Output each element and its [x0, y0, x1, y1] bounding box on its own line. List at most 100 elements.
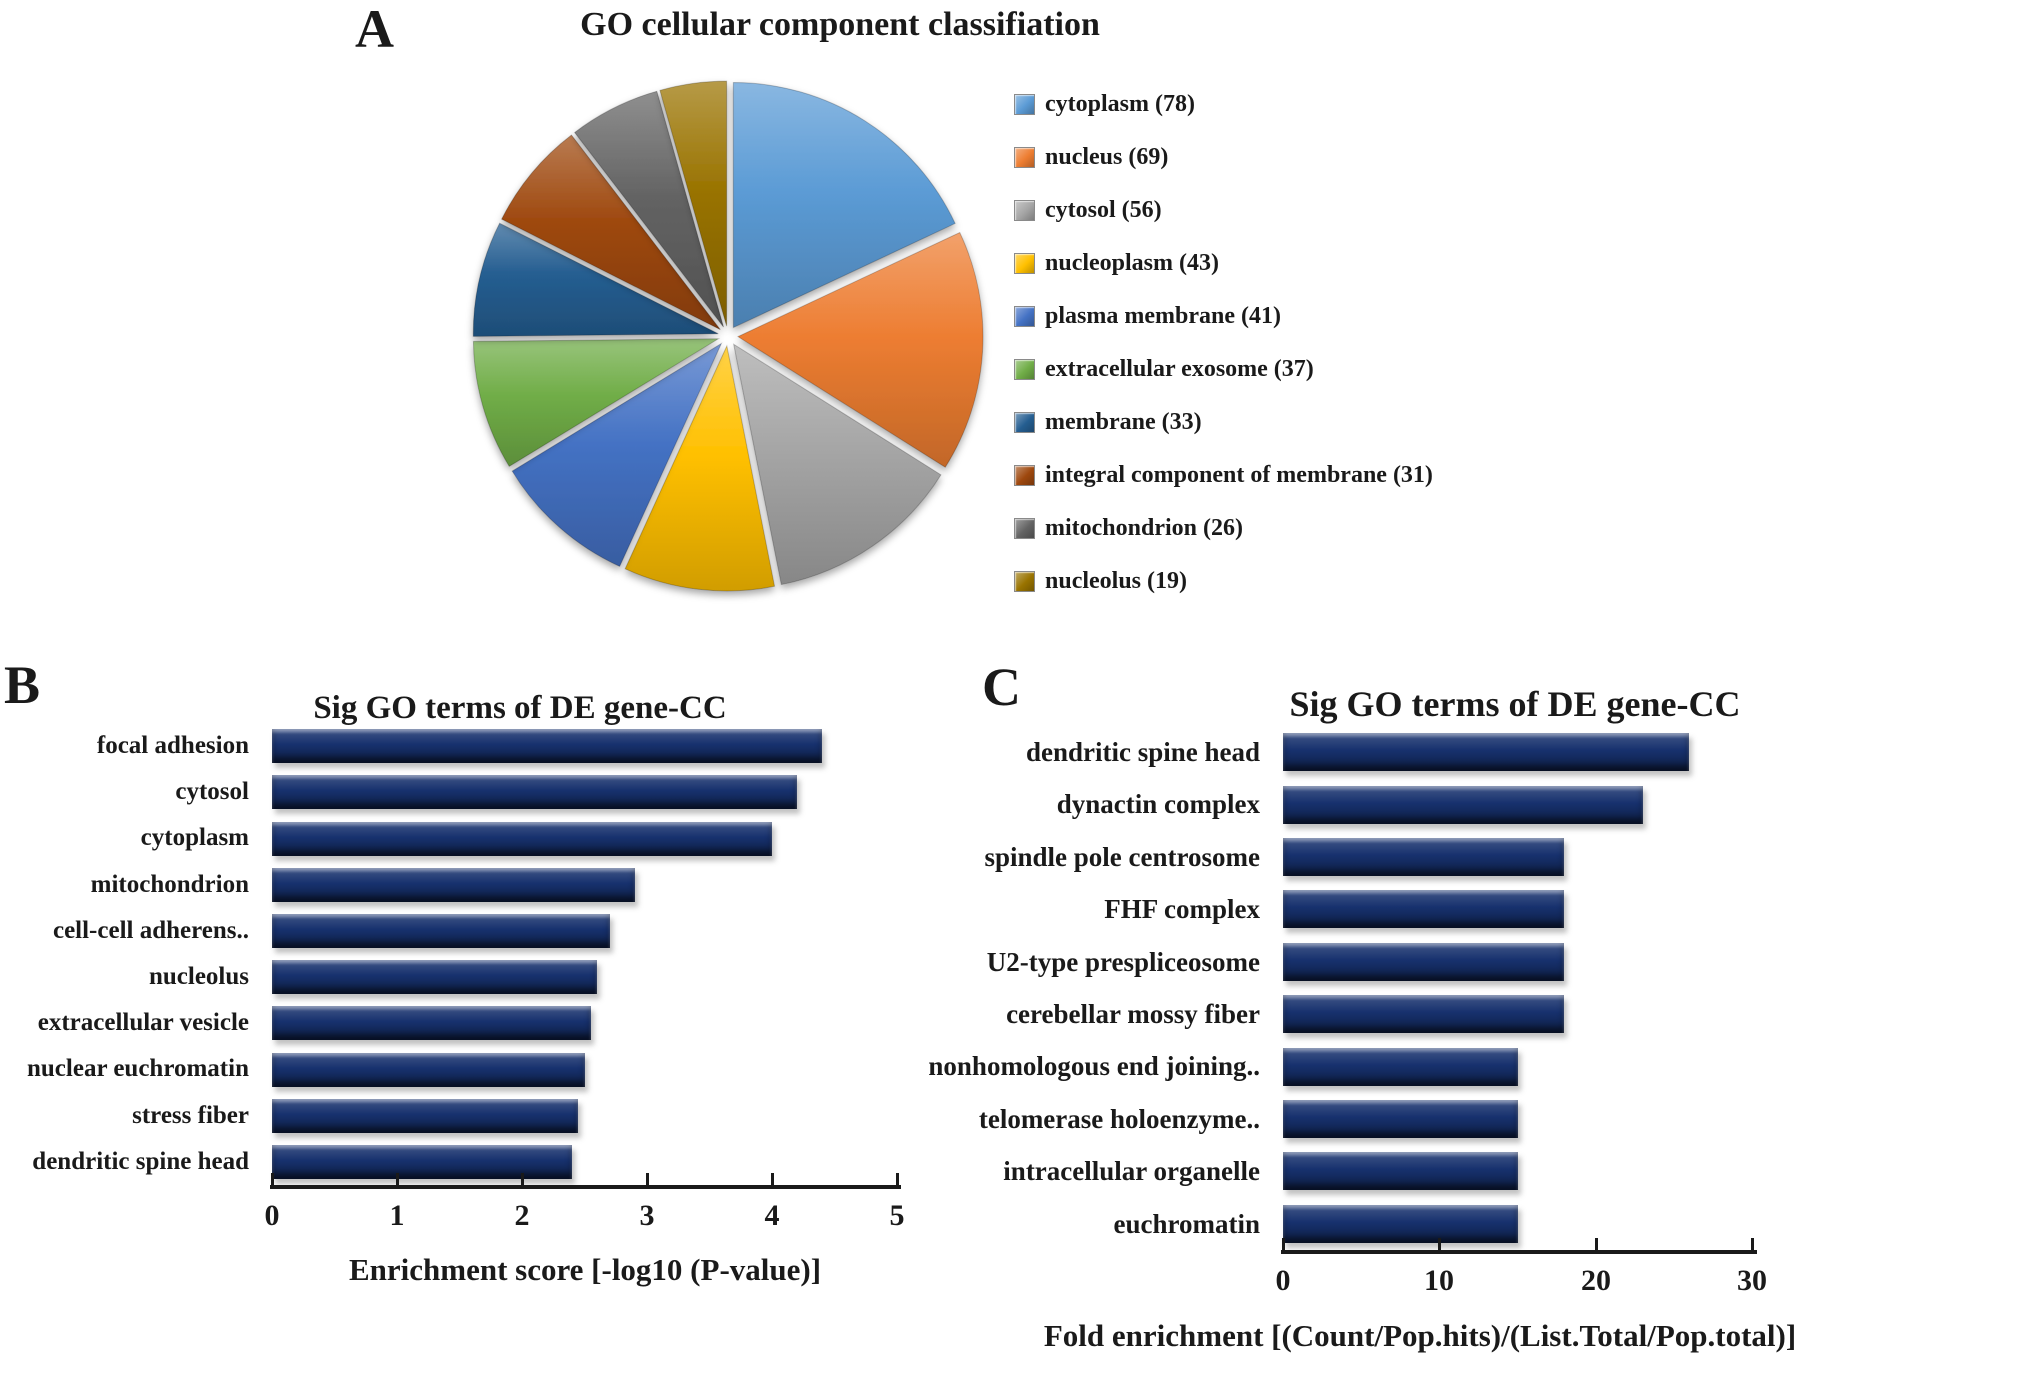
- category-label: mitochondrion: [90, 870, 249, 898]
- category-label: nucleolus: [148, 963, 249, 990]
- pie-slice-mitochondrion: [573, 90, 725, 328]
- legend-color-chip: [1014, 147, 1035, 168]
- bar-chart-c-x-axis-title: Fold enrichment [(Count/Pop.hits)/(List.…: [1043, 1318, 1797, 1353]
- category-label: spindle pole centrosome: [984, 841, 1261, 872]
- x-axis-tick: [1595, 1238, 1598, 1251]
- bar-chart-b-x-axis: [270, 1185, 901, 1189]
- category-label: dendritic spine head: [1025, 737, 1260, 767]
- pie-slice-nucleus: [736, 231, 984, 468]
- pie-slice-extracellular-exosome: [472, 338, 721, 468]
- legend-color-chip: [1014, 94, 1035, 115]
- panel-c-label: C: [982, 657, 1021, 717]
- bar: [1283, 995, 1564, 1034]
- legend-item: extracellular exosome (37): [1014, 343, 1433, 396]
- legend-color-chip: [1014, 571, 1035, 592]
- pie-chart: [472, 80, 984, 592]
- legend-color-chip: [1014, 412, 1035, 433]
- legend-color-chip: [1014, 253, 1035, 274]
- pie-slice-cytoplasm: [732, 82, 956, 329]
- legend-item: nucleoplasm (43): [1014, 237, 1433, 290]
- category-label: dynactin complex: [1056, 789, 1260, 820]
- bar: [272, 775, 797, 810]
- category-label: nonhomologous end joining..: [928, 1051, 1260, 1082]
- legend-item-label: nucleoplasm (43): [1045, 250, 1219, 276]
- bar: [1283, 1204, 1518, 1243]
- bar: [272, 1052, 585, 1087]
- x-axis-tick: [646, 1173, 649, 1186]
- legend-item-label: nucleus (69): [1045, 144, 1169, 170]
- legend-item-label: extracellular exosome (37): [1045, 356, 1314, 382]
- legend-item: cytosol (56): [1014, 184, 1433, 237]
- legend-color-chip: [1014, 200, 1035, 221]
- legend-item-label: cytoplasm (78): [1045, 91, 1195, 117]
- legend-item-label: mitochondrion (26): [1045, 515, 1243, 541]
- x-axis-tick: [396, 1173, 399, 1186]
- x-axis-tick-label: 1: [389, 1199, 405, 1232]
- x-axis-tick: [1438, 1238, 1441, 1251]
- legend-item-label: plasma membrane (41): [1045, 303, 1281, 329]
- x-axis-tick-label: 3: [639, 1199, 655, 1232]
- category-label: telomerase holoenzyme..: [978, 1103, 1260, 1134]
- category-label: cerebellar mossy fiber: [1006, 999, 1260, 1029]
- bar: [272, 867, 635, 902]
- panel-a-label: A: [355, 0, 394, 59]
- category-label: FHF complex: [1104, 894, 1260, 925]
- legend-item: integral component of membrane (31): [1014, 449, 1433, 502]
- legend-color-chip: [1014, 306, 1035, 327]
- x-axis-tick-label: 0: [264, 1199, 280, 1232]
- pie-slice-nucleoplasm: [624, 344, 776, 592]
- pie-slice-integral-component-of-membrane: [500, 134, 721, 331]
- x-axis-tick-label: 4: [764, 1199, 780, 1232]
- category-label: cytosol: [175, 778, 249, 806]
- category-label: dendritic spine head: [32, 1147, 249, 1175]
- x-axis-tick-label: 5: [889, 1199, 905, 1232]
- legend-color-chip: [1014, 359, 1035, 380]
- category-label: focal adhesion: [96, 732, 249, 759]
- x-axis-tick: [771, 1173, 774, 1186]
- pie-slice-membrane: [472, 222, 719, 337]
- bar: [272, 913, 610, 948]
- legend-item-label: cytosol (56): [1045, 197, 1162, 223]
- category-label: nuclear euchromatin: [27, 1055, 249, 1083]
- x-axis-tick-label: 0: [1275, 1264, 1291, 1297]
- x-axis-tick: [1282, 1238, 1285, 1251]
- category-label: extracellular vesicle: [37, 1009, 249, 1037]
- bar: [1283, 733, 1689, 772]
- legend-item-label: integral component of membrane (31): [1045, 462, 1433, 488]
- bar: [1283, 890, 1564, 929]
- pie-slice-plasma-membrane: [511, 342, 723, 568]
- category-label: intracellular organelle: [1003, 1156, 1260, 1187]
- pie-legend: cytoplasm (78) nucleus (69) cytosol (56) nu…: [1014, 78, 1433, 608]
- legend-item: nucleolus (19): [1014, 555, 1433, 608]
- bar: [272, 1098, 578, 1133]
- bar: [1283, 942, 1564, 981]
- bar: [272, 821, 772, 856]
- x-axis-tick: [271, 1173, 274, 1186]
- bar: [1283, 785, 1643, 824]
- legend-item: nucleus (69): [1014, 131, 1433, 184]
- x-axis-tick: [521, 1173, 524, 1186]
- x-axis-tick: [1751, 1238, 1754, 1251]
- pie-slice-nucleolus: [659, 80, 728, 327]
- category-label: U2-type prespliceosome: [986, 946, 1260, 977]
- pie-slice-cytosol: [732, 343, 942, 586]
- legend-item: plasma membrane (41): [1014, 290, 1433, 343]
- legend-item-label: membrane (33): [1045, 409, 1202, 435]
- x-axis-tick-label: 30: [1737, 1264, 1767, 1297]
- x-axis-tick-label: 2: [514, 1199, 530, 1232]
- bar: [1283, 1152, 1518, 1191]
- bar: [272, 960, 597, 995]
- bar: [1283, 1047, 1518, 1086]
- bar-chart-c-x-axis: [1281, 1250, 1757, 1254]
- legend-color-chip: [1014, 465, 1035, 486]
- bar: [1283, 838, 1564, 876]
- category-label: euchromatin: [1113, 1208, 1261, 1239]
- category-label: cytoplasm: [140, 824, 249, 852]
- legend-item: cytoplasm (78): [1014, 78, 1433, 131]
- bar-chart-b-x-axis-title: Enrichment score [-log10 (P-value)]: [348, 1252, 822, 1287]
- pie-chart-title: GO cellular component classifiation: [580, 6, 1100, 43]
- bar-chart-c-title: Sig GO terms of DE gene-CC: [1289, 684, 1741, 724]
- bar: [272, 729, 822, 764]
- bar: [272, 1144, 572, 1179]
